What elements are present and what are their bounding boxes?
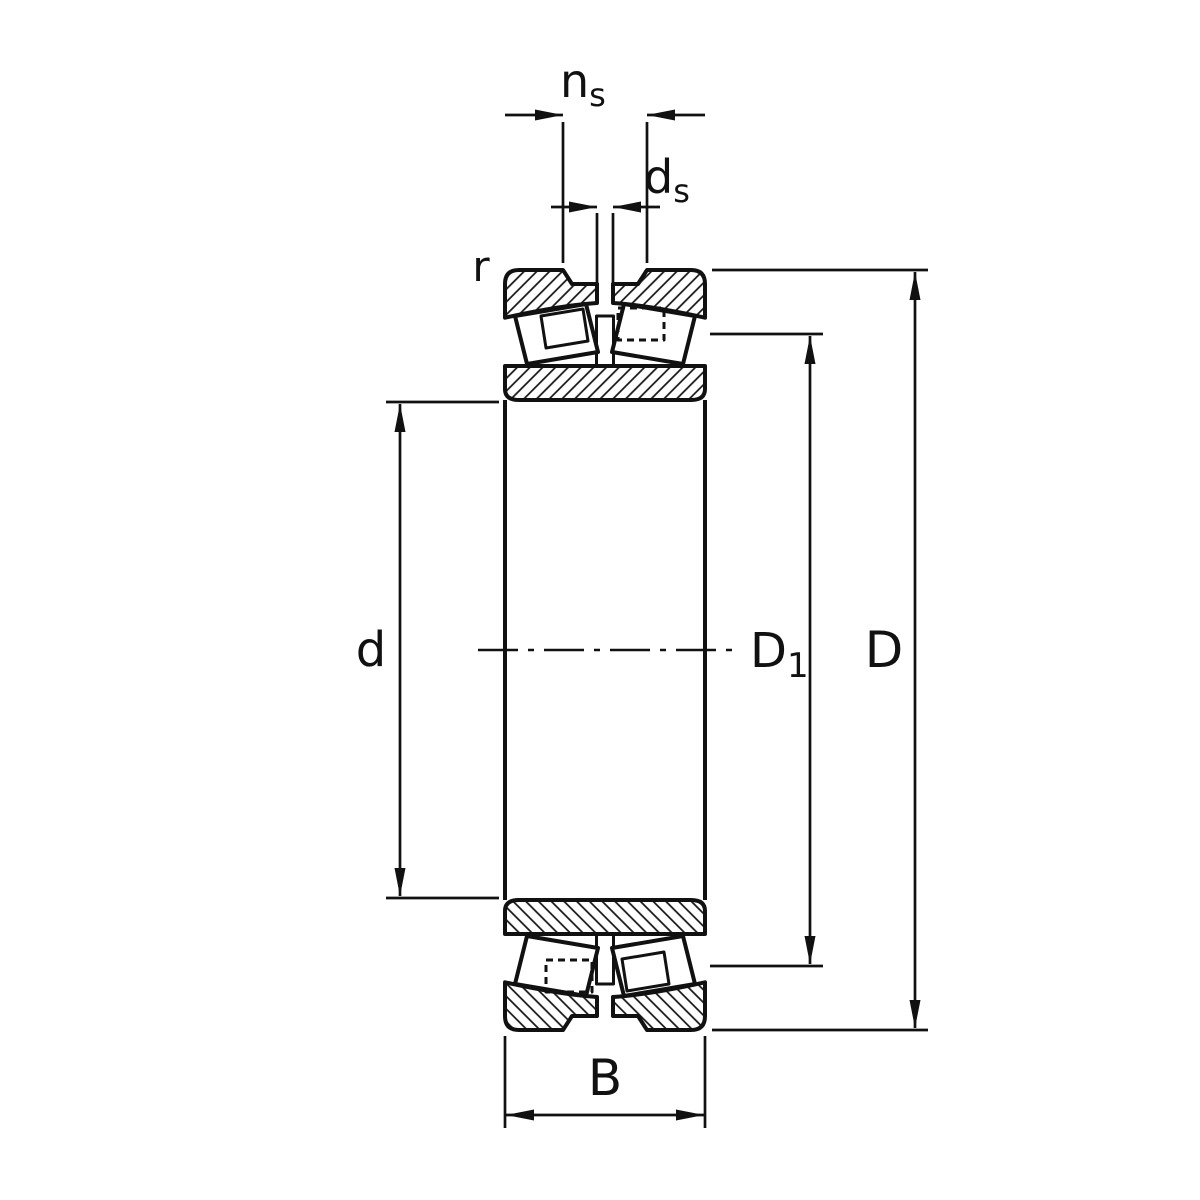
- dimension-ds: ds: [551, 150, 690, 285]
- D1-label: D1: [750, 623, 809, 686]
- D1-arrowhead-bottom: [804, 936, 816, 964]
- dimension-D: D: [712, 268, 928, 1032]
- roller-top-left: [513, 302, 600, 366]
- ns-arrowhead-right: [647, 109, 675, 121]
- outer-ring-bottom-left-section: [503, 980, 599, 1032]
- dimension-ns: ns: [505, 54, 705, 263]
- ds-arrowhead-left: [569, 201, 597, 213]
- B-arrowhead-left: [506, 1109, 534, 1121]
- r-label: r: [472, 242, 490, 291]
- bearing-section: [478, 268, 732, 1032]
- d-arrowhead-top: [394, 404, 406, 432]
- cage-section-bottom-right: [620, 950, 671, 993]
- ds-label: ds: [644, 150, 690, 210]
- inner-ring-bottom-section: [503, 898, 707, 936]
- D1-arrowhead-top: [804, 336, 816, 364]
- d-arrowhead-bottom: [394, 868, 406, 896]
- outer-ring-bottom-right-section: [611, 980, 707, 1032]
- inner-ring-guide-rib-bottom: [595, 932, 615, 986]
- roller-top-right: [610, 302, 697, 366]
- B-arrowhead-right: [676, 1109, 704, 1121]
- cage-section-top-left: [539, 307, 590, 350]
- dimension-d: d: [356, 400, 499, 900]
- dimension-D1: D1: [710, 332, 823, 968]
- inner-ring-top-section: [503, 364, 707, 402]
- B-label: B: [588, 1049, 622, 1107]
- inner-ring-guide-rib-top: [595, 314, 615, 368]
- ds-arrowhead-right: [613, 201, 641, 213]
- D-label: D: [865, 621, 904, 679]
- cage-hidden-top-right: [616, 306, 666, 342]
- d-label: d: [356, 622, 386, 678]
- dimension-B: B: [503, 1036, 707, 1128]
- ns-label: ns: [560, 54, 606, 114]
- D-arrowhead-bottom: [909, 1000, 921, 1028]
- cage-hidden-bottom-left: [544, 958, 594, 994]
- D-arrowhead-top: [909, 272, 921, 300]
- ns-arrowhead-left: [535, 109, 563, 121]
